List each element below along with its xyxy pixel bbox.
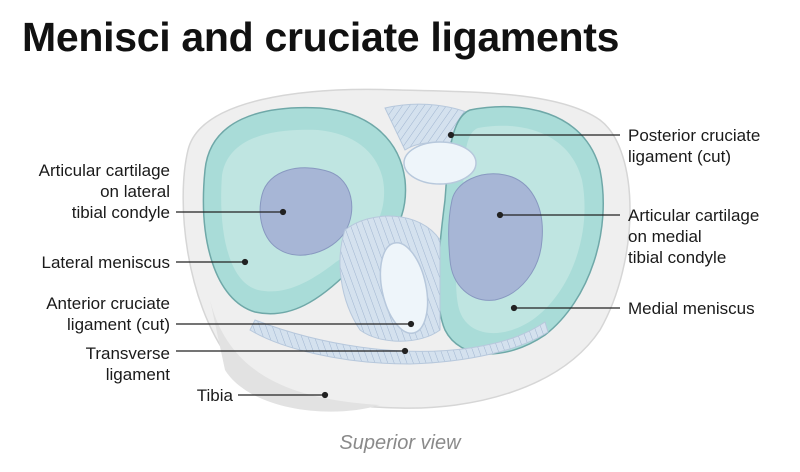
label-acl: Anterior cruciate ligament (cut) (46, 294, 170, 334)
page-title: Menisci and cruciate ligaments (22, 14, 620, 60)
label-articular-lateral: Articular cartilage on lateral tibial co… (38, 161, 170, 222)
pcl-cut-surface (403, 141, 477, 185)
acl-cut-surface (379, 242, 429, 334)
label-transverse-ligament: Transverse ligament (85, 344, 170, 384)
medial-articular-cartilage (448, 173, 543, 301)
label-medial-meniscus: Medial meniscus (628, 299, 755, 318)
leader-lines (176, 131, 620, 399)
view-caption: Superior view (339, 432, 461, 454)
label-tibia: Tibia (196, 386, 233, 405)
label-articular-medial: Articular cartilage on medial tibial con… (628, 206, 760, 267)
label-lateral-meniscus: Lateral meniscus (41, 253, 170, 272)
transverse-ligament (249, 319, 549, 365)
label-pcl: Posterior cruciate ligament (cut) (628, 126, 761, 166)
